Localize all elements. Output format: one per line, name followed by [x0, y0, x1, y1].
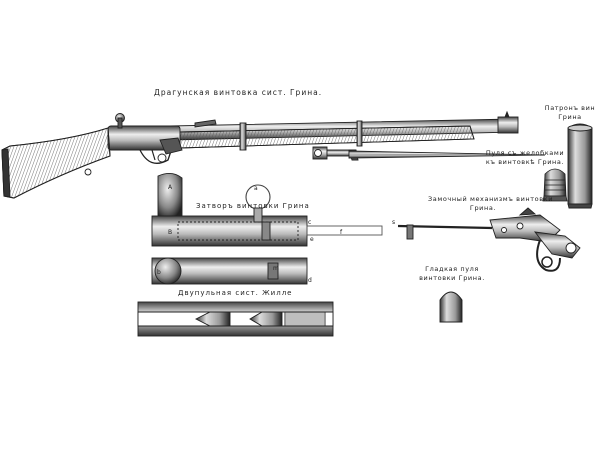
letter-b: b	[157, 269, 161, 276]
bolt-assembly-drawing	[151, 173, 383, 285]
grooved-bullet-drawing	[542, 168, 568, 202]
letter-s: s	[392, 219, 396, 226]
rifle-buttstock	[1, 127, 111, 199]
lock-mechanism-drawing	[397, 207, 581, 272]
rifle-drawing	[1, 110, 519, 199]
cartridge-drawing	[567, 123, 593, 209]
two-bullet-label: Двупульная сист. Жилле	[178, 289, 293, 297]
smooth-bullet-drawing	[439, 291, 463, 323]
gillet-barrel-drawing	[137, 301, 334, 337]
rifle-band-2	[356, 120, 363, 147]
letter-a: a	[254, 185, 258, 192]
letter-d: d	[308, 277, 312, 284]
cartridge-label-line2: Грина	[558, 113, 582, 121]
plate-title: Драгунская винтовка сист. Грина.	[154, 88, 323, 97]
grooved-bullet-label-line1: Пуля съ желобками	[485, 149, 565, 157]
letter-m: m	[273, 265, 279, 272]
smooth-bullet-label: Гладкая пуля винтовки Грина.	[417, 265, 487, 283]
bayonet-drawing	[312, 146, 546, 161]
cartridge-label: Патронъ вин Грина	[540, 104, 600, 122]
smooth-bullet-label-line2: винтовки Грина.	[419, 274, 485, 282]
smooth-bullet-label-line1: Гладкая пуля	[425, 265, 479, 273]
letter-f: f	[340, 229, 343, 236]
rifle-muzzle	[497, 116, 519, 134]
bolt-label: Затворъ винтовки Грина	[196, 202, 310, 210]
letter-B: B	[168, 229, 173, 236]
grooved-bullet-label: Пуля съ желобками къ винтовкѣ Грина.	[480, 149, 570, 167]
lock-mechanism-label: Замочный механизмъ винтовки Грина.	[428, 195, 554, 213]
rifle-band-1	[239, 122, 247, 151]
letter-e: e	[310, 236, 314, 243]
grooved-bullet-label-line2: къ винтовкѣ Грина.	[485, 158, 565, 166]
lock-mechanism-label-line1: Замочный механизмъ винтовки	[428, 195, 554, 203]
lock-mechanism-label-line2: Грина.	[469, 204, 497, 212]
letter-c: c	[308, 219, 312, 226]
cartridge-label-line1: Патронъ вин	[544, 104, 596, 112]
letter-A: A	[168, 184, 173, 191]
